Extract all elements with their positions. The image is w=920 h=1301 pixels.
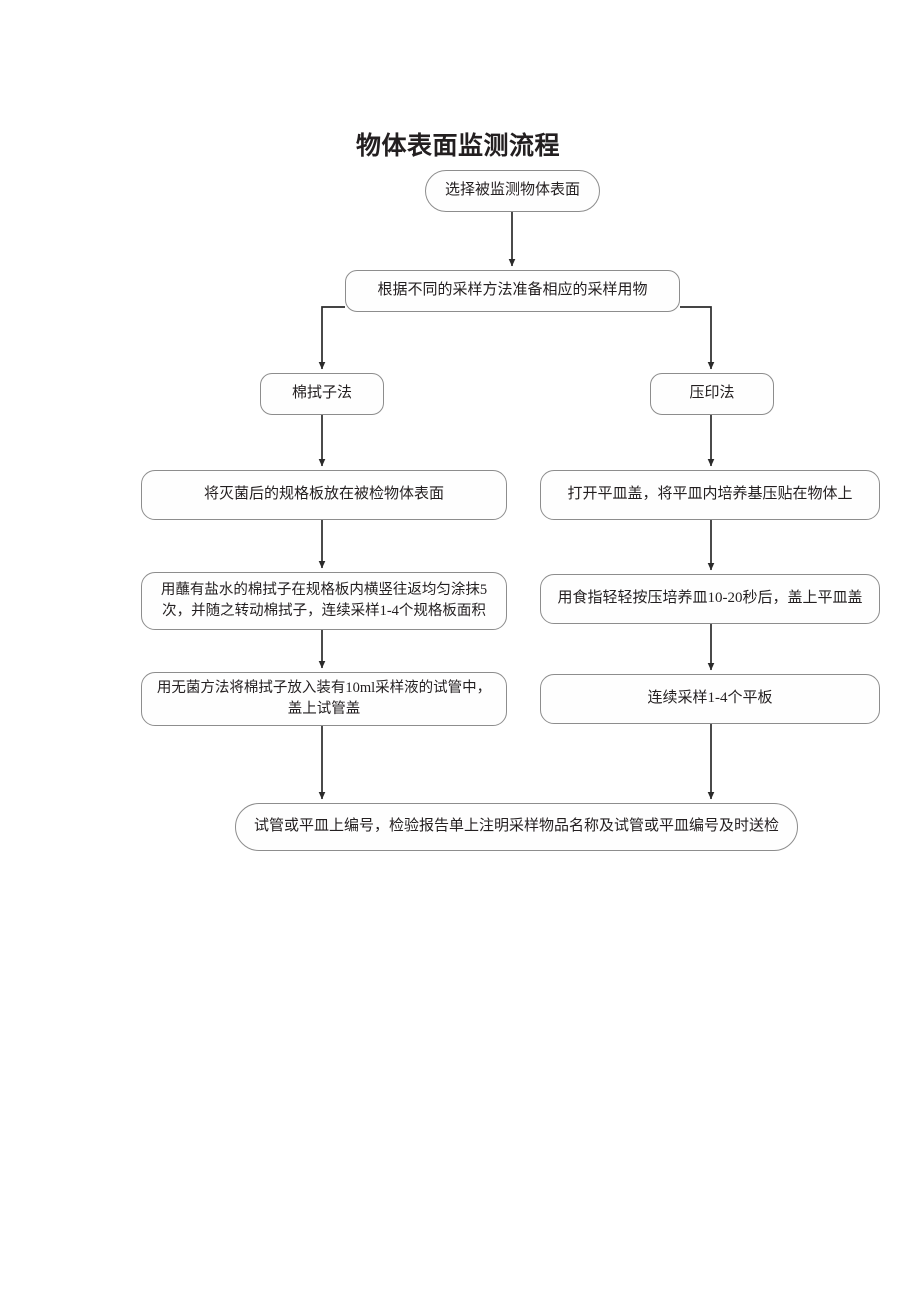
node-swab-step-2-label: 用蘸有盐水的棉拭子在规格板内横竖往返均匀涂抹5 次，并随之转动棉拭子，连续采样1…: [160, 582, 488, 619]
node-swab-method-label: 棉拭子法: [291, 385, 352, 402]
node-prepare-materials-label: 根据不同的采样方法准备相应的采样用物: [377, 282, 648, 299]
node-start-label: 选择被监测物体表面: [444, 182, 580, 199]
node-imprint-step-1-label: 打开平皿盖，将平皿内培养基压贴在物体上: [567, 486, 853, 503]
node-start[interactable]: 选择被监测物体表面: [425, 170, 600, 212]
node-imprint-step-1[interactable]: 打开平皿盖，将平皿内培养基压贴在物体上: [540, 470, 880, 520]
node-swab-step-2[interactable]: 用蘸有盐水的棉拭子在规格板内横竖往返均匀涂抹5 次，并随之转动棉拭子，连续采样1…: [141, 572, 507, 630]
node-prepare-materials[interactable]: 根据不同的采样方法准备相应的采样用物: [345, 270, 680, 312]
node-imprint-step-2-label: 用食指轻轻按压培养皿10-20秒后，盖上平皿盖: [557, 590, 863, 607]
node-imprint-step-3-label: 连续采样1-4个平板: [647, 690, 773, 707]
page-title: 物体表面监测流程: [356, 133, 561, 160]
node-labeling-and-submission[interactable]: 试管或平皿上编号，检验报告单上注明采样物品名称及试管或平皿编号及时送检: [235, 803, 798, 851]
node-imprint-step-2[interactable]: 用食指轻轻按压培养皿10-20秒后，盖上平皿盖: [540, 574, 880, 624]
node-imprint-method-label: 压印法: [689, 385, 735, 402]
node-swab-method[interactable]: 棉拭子法: [260, 373, 384, 415]
node-swab-step-1-label: 将灭菌后的规格板放在被检物体表面: [203, 486, 444, 503]
node-swab-step-3[interactable]: 用无菌方法将棉拭子放入装有10ml采样液的试管中， 盖上试管盖: [141, 672, 507, 726]
node-labeling-and-submission-label: 试管或平皿上编号，检验报告单上注明采样物品名称及试管或平皿编号及时送检: [253, 818, 779, 835]
node-swab-step-1[interactable]: 将灭菌后的规格板放在被检物体表面: [141, 470, 507, 520]
edge-prep-to-left: [318, 306, 345, 370]
edge-prep-to-right: [680, 306, 715, 370]
node-swab-step-3-label: 用无菌方法将棉拭子放入装有10ml采样液的试管中， 盖上试管盖: [156, 680, 492, 717]
node-imprint-step-3[interactable]: 连续采样1-4个平板: [540, 674, 880, 724]
node-imprint-method[interactable]: 压印法: [650, 373, 774, 415]
